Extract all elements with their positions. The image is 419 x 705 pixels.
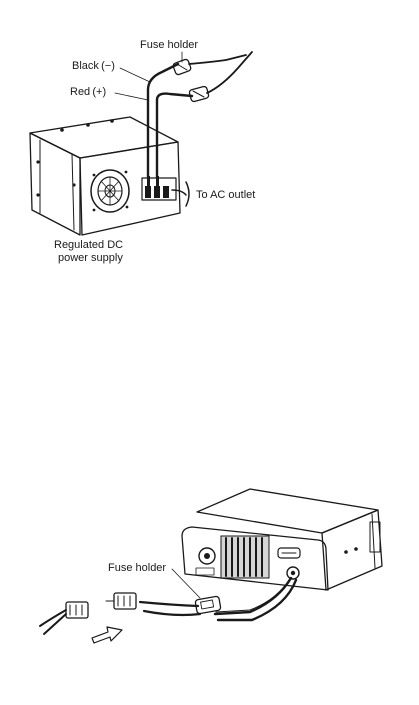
label-psu-line1: Regulated DC [54,239,123,251]
heatsink-icon [221,536,269,578]
screw-icon [36,160,39,163]
power-plug-radio-side [106,593,136,609]
figure-radio-rear-connection: Fuse holder [40,489,382,643]
screw-icon [110,119,114,123]
label-to-ac-outlet: To AC outlet [196,189,255,201]
dc-power-cable [148,64,192,178]
screw-icon [60,128,64,132]
label-fuse-holder: Fuse holder [140,39,198,51]
label-fuse-holder: Fuse holder [108,562,166,574]
label-psu-line2: power supply [58,252,123,264]
antenna-connector-icon [199,548,215,564]
fuse-holder-red [189,86,209,102]
power-plug-supply-side [40,602,88,634]
label-red-positive: Red (+) [70,86,106,98]
screw-icon [86,123,90,127]
ac-power-cord [172,182,189,206]
radio-transceiver [182,489,382,590]
power-socket-icon [287,567,299,579]
cooling-fan-icon [91,170,129,212]
screw-icon [72,183,75,186]
accessory-port-icon [278,548,300,558]
figure-power-supply-connection: Fuse holder Black (−) Red (+) To AC outl… [30,39,255,264]
output-terminals [142,176,176,200]
screw-icon [36,193,39,196]
fuse-holder [195,596,221,614]
insert-arrow-icon [92,627,122,643]
label-black-negative: Black (−) [72,60,115,72]
